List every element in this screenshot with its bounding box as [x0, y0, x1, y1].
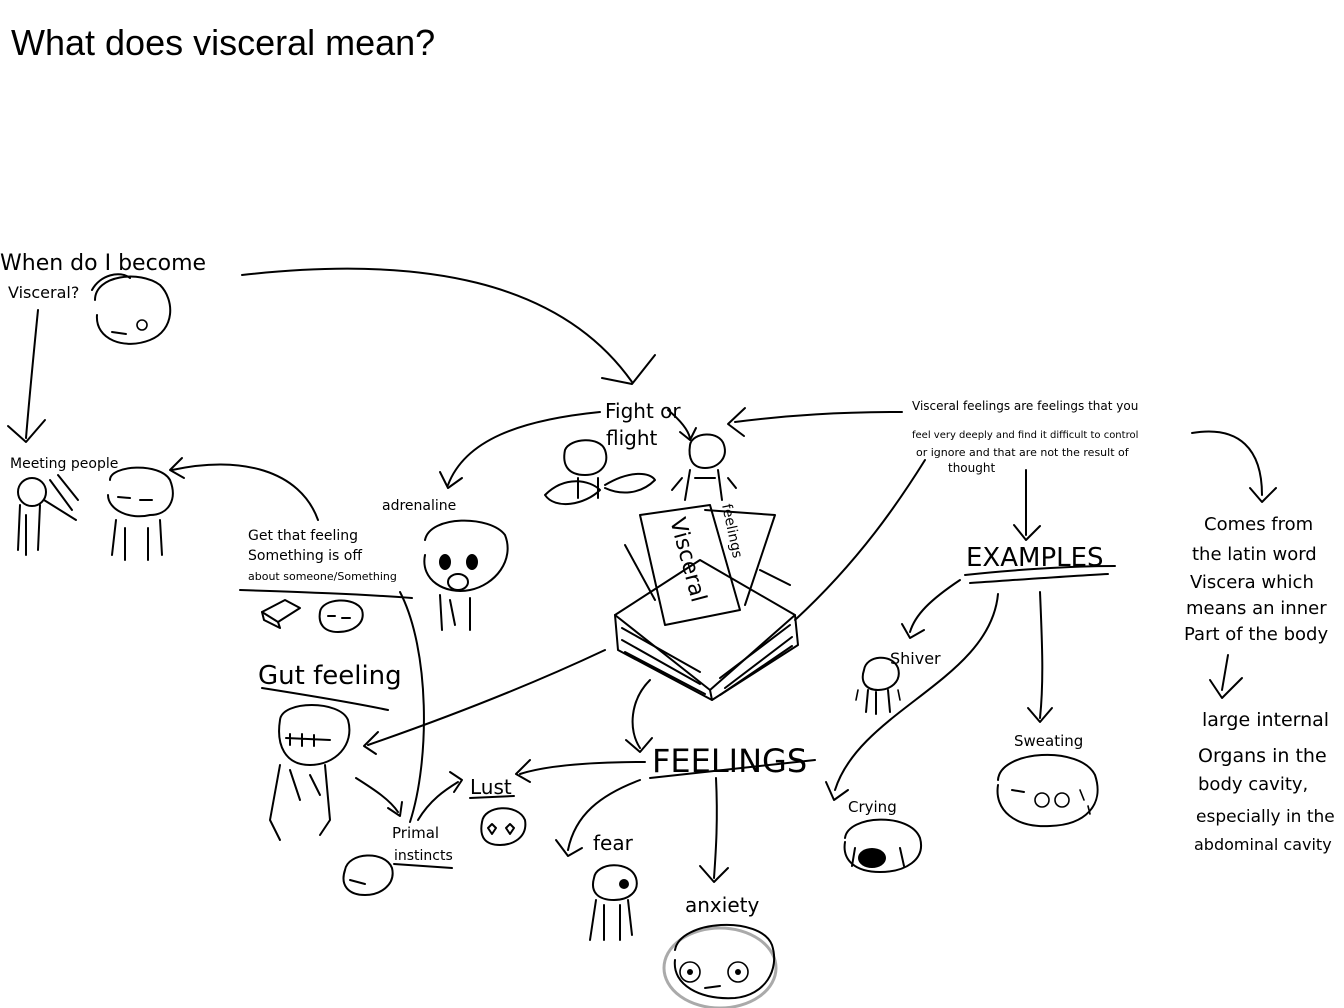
lust-label: Lust [470, 775, 512, 799]
flight-label: flight [606, 426, 658, 450]
organs-line-3: body cavity, [1198, 774, 1308, 795]
worried-face-doodle [91, 273, 172, 345]
anxiety-face-doodle [662, 924, 778, 1008]
primal-line-1: Primal [392, 824, 439, 842]
adrenaline-doodle [423, 519, 509, 631]
gut-feeling-label: Gut feeling [258, 661, 402, 691]
small-face-doodle [318, 599, 364, 633]
adrenaline-label: adrenaline [382, 498, 456, 514]
crying-label: Crying [848, 798, 897, 816]
definition-line-3: or ignore and that are not the result of [916, 446, 1130, 459]
meeting-people-doodle [17, 466, 174, 561]
sweating-label: Sweating [1014, 732, 1083, 750]
arrow-feeling-to-meeting [171, 463, 319, 521]
fear-label: fear [593, 831, 634, 855]
arrow-feelings-to-fear [567, 779, 641, 851]
latin-line-4: means an inner [1186, 598, 1327, 619]
get-feeling-line-3: about someone/Something [248, 570, 397, 583]
arrow-definition-to-fight [734, 411, 903, 423]
visceral-book: Visceral feelings [614, 503, 799, 701]
crying-face-doodle [843, 818, 923, 873]
fight-doodle [671, 433, 737, 501]
arrow-examples-to-sweating [1039, 591, 1044, 719]
doodles [17, 273, 1099, 1008]
fight-or-label: Fight or [605, 399, 681, 423]
feelings-label: FEELINGS [652, 742, 807, 780]
definition-line-1: Visceral feelings are feelings that you [912, 399, 1138, 413]
arrow-when-to-meeting [25, 309, 39, 439]
box-doodle [261, 599, 301, 629]
page-title: What does visceral mean? [11, 22, 436, 63]
definition-line-2: feel very deeply and find it difficult t… [912, 430, 1138, 441]
flight-doodle [544, 439, 656, 506]
when-line-1: When do I become [0, 251, 206, 276]
examples-label: EXAMPLES [966, 543, 1104, 573]
arrow-when-to-fight [241, 267, 633, 383]
latin-line-1: Comes from [1204, 514, 1313, 535]
book-title: Visceral [664, 515, 711, 605]
arrow-definition-to-latin [1191, 430, 1263, 496]
when-line-2: Visceral? [8, 283, 79, 302]
latin-line-5: Part of the body [1184, 624, 1328, 645]
connectors [7, 267, 1277, 883]
arrow-examples-to-shiver [909, 579, 961, 633]
get-feeling-line-2: Something is off [248, 548, 362, 564]
get-feeling-line-1: Get that feeling [248, 528, 358, 544]
arrow-examples-to-crying [834, 593, 999, 791]
labels: When do I become Visceral? Meeting peopl… [0, 251, 1335, 917]
latin-line-3: Viscera which [1190, 572, 1314, 593]
primal-face-doodle [342, 854, 394, 896]
latin-line-2: the latin word [1192, 544, 1317, 565]
arrow-book-to-gut [367, 649, 606, 746]
sweating-face-doodle [996, 754, 1099, 828]
shiver-label: Shiver [890, 649, 941, 668]
fear-doodle [589, 864, 638, 941]
gut-feeling-doodle [269, 704, 351, 841]
shiver-doodle [855, 656, 901, 715]
definition-line-4: thought [948, 461, 995, 475]
organs-line-1: large internal [1202, 709, 1329, 731]
arrow-book-to-feelings [631, 679, 651, 749]
arrow-feelings-to-lust [519, 761, 646, 775]
lust-face-doodle [480, 807, 527, 846]
meeting-people-label: Meeting people [10, 456, 118, 472]
arrow-fight-to-adrenaline [447, 411, 601, 486]
arrow-book-to-definition [794, 459, 926, 621]
arrow-feelings-to-anxiety [713, 777, 718, 879]
anxiety-label: anxiety [685, 893, 759, 917]
organs-line-4: especially in the [1196, 807, 1335, 827]
primal-line-2: instincts [394, 848, 453, 864]
organs-line-2: Organs in the [1198, 745, 1327, 767]
organs-line-5: abdominal cavity [1194, 835, 1332, 854]
